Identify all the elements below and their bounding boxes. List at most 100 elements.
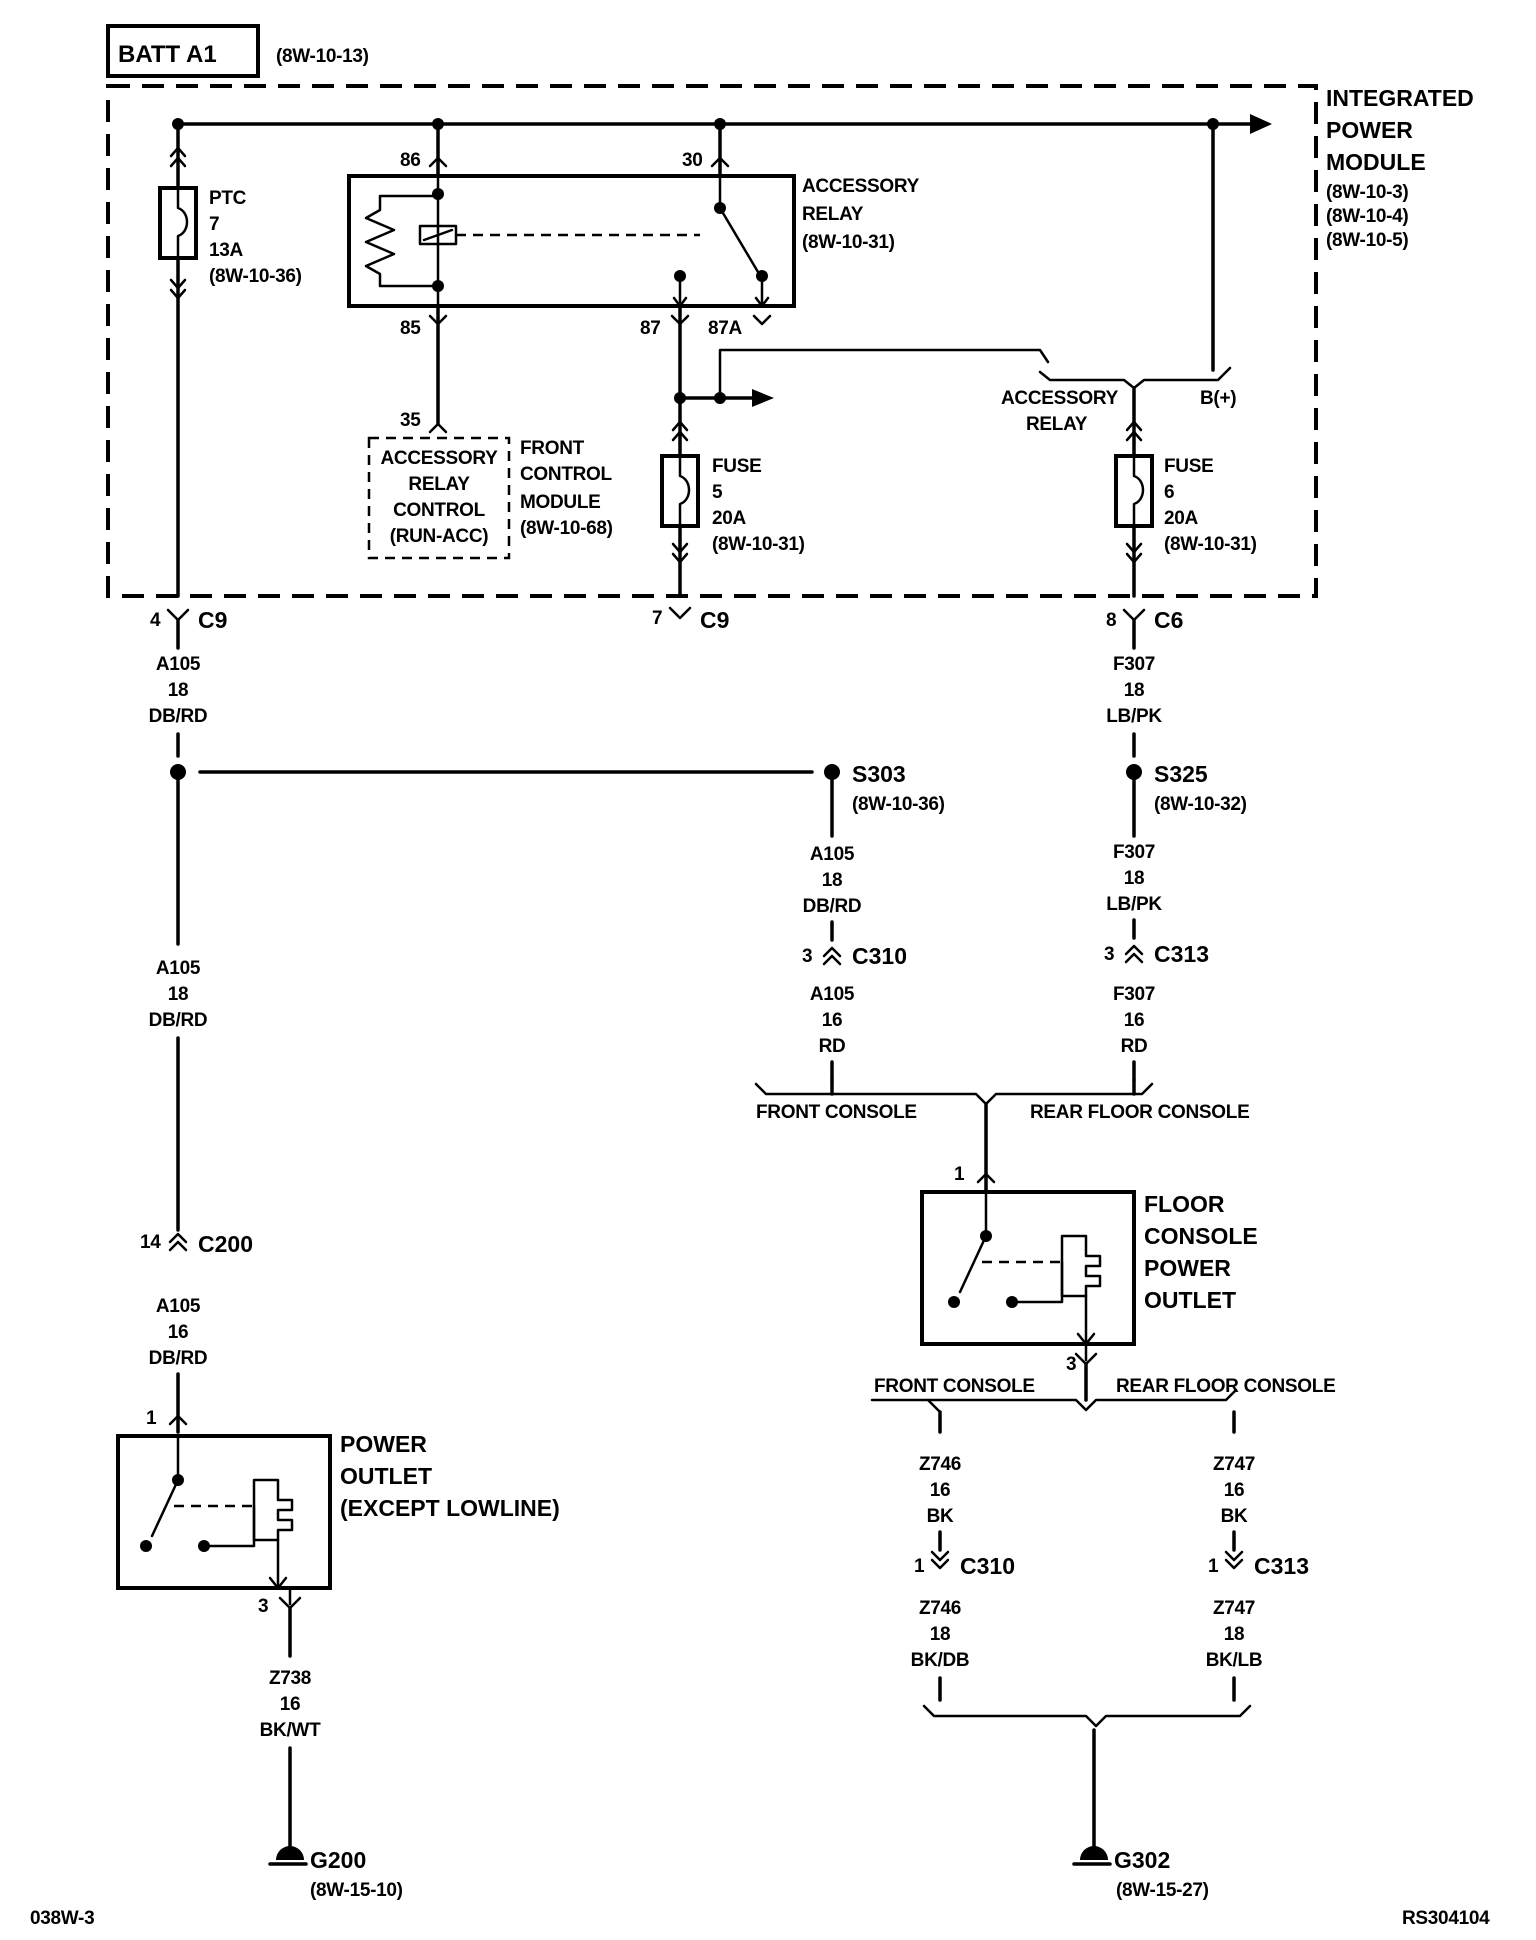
ground-merge-bracket bbox=[922, 1704, 1252, 1728]
relay-label-3: (8W-10-31) bbox=[802, 232, 895, 253]
floor-outlet-title-1: FLOOR bbox=[1144, 1191, 1225, 1217]
fcm-inner-3: CONTROL bbox=[393, 500, 486, 521]
wire-a105-left-code: A105 bbox=[156, 958, 201, 979]
ipm-title-1: INTEGRATED bbox=[1326, 85, 1474, 111]
floor-outlet-title-2: CONSOLE bbox=[1144, 1223, 1258, 1249]
wire-z746a-code: Z746 bbox=[919, 1454, 961, 1475]
fuse6-line-4: (8W-10-31) bbox=[1164, 534, 1257, 555]
c313b-pin: 1 bbox=[1208, 1556, 1219, 1577]
c313b-name: C313 bbox=[1254, 1553, 1309, 1579]
bus-arrow bbox=[1250, 114, 1272, 134]
wire-a105-c200-color: DB/RD bbox=[149, 1348, 208, 1369]
wire-f307-1-color: LB/PK bbox=[1106, 706, 1162, 727]
wire-a105-1-code: A105 bbox=[156, 654, 201, 675]
wire-a105-c200-gauge: 16 bbox=[168, 1322, 189, 1343]
wire-z738-color: BK/WT bbox=[260, 1720, 321, 1741]
pin-85: 85 bbox=[400, 318, 421, 339]
floor-outlet-title-4: OUTLET bbox=[1144, 1287, 1236, 1313]
connector-c9-pin7: 7 C9 bbox=[652, 606, 729, 633]
front-control-module: 35 ACCESSORY RELAY CONTROL (RUN-ACC) FRO… bbox=[367, 410, 613, 560]
wire-z747b-code: Z747 bbox=[1213, 1598, 1255, 1619]
wire-f307-c6: F307 18 LB/PK bbox=[1106, 654, 1163, 758]
wire-z746b-code: Z746 bbox=[919, 1598, 961, 1619]
c313a-pin: 3 bbox=[1104, 944, 1114, 965]
fuse5-line-1: FUSE bbox=[712, 456, 761, 477]
fcm-inner-1: ACCESSORY bbox=[381, 448, 499, 469]
wire-a105-3-gauge: 16 bbox=[822, 1010, 843, 1031]
ptc-line-4: (8W-10-36) bbox=[209, 266, 302, 287]
footer-left-code: 038W-3 bbox=[30, 1908, 94, 1929]
wire-a105-c200-code: A105 bbox=[156, 1296, 201, 1317]
wire-z746b-gauge: 18 bbox=[930, 1624, 951, 1645]
ground-g302: G302 (8W-15-27) bbox=[1072, 1846, 1209, 1901]
c310b-pin: 1 bbox=[914, 1556, 925, 1577]
ipm-title: INTEGRATED POWER MODULE (8W-10-3) (8W-10… bbox=[1326, 85, 1474, 251]
fuse6-line-1: FUSE bbox=[1164, 456, 1213, 477]
console-split-2-right: REAR FLOOR CONSOLE bbox=[1116, 1376, 1335, 1397]
fuse-6: ACCESSORY RELAY B(+) FUSE 6 20A (8W-10-3… bbox=[1001, 122, 1257, 598]
footer-right-code: RS304104 bbox=[1402, 1908, 1490, 1929]
power-outlet-title-3: (EXCEPT LOWLINE) bbox=[340, 1495, 560, 1521]
fuse6-line-3: 20A bbox=[1164, 508, 1199, 529]
fuse5-line-2: 5 bbox=[712, 482, 723, 503]
jumper-bplus: B(+) bbox=[1200, 388, 1236, 409]
g200-ref: (8W-15-10) bbox=[310, 1880, 403, 1901]
ipm-ref-1: (8W-10-3) bbox=[1326, 182, 1408, 203]
wire-f307-2-color: LB/PK bbox=[1106, 894, 1162, 915]
console-split-2-bracket bbox=[870, 1388, 1238, 1412]
ptc-line-1: PTC bbox=[209, 188, 247, 209]
wire-a105-3-color: RD bbox=[819, 1036, 846, 1057]
power-outlet-title-2: OUTLET bbox=[340, 1463, 432, 1489]
splice-s325-dot bbox=[1126, 764, 1142, 780]
console-split-1-left: FRONT CONSOLE bbox=[756, 1102, 917, 1123]
relay-label-1: ACCESSORY bbox=[802, 176, 920, 197]
batt-label: BATT A1 bbox=[118, 41, 217, 68]
pin-87: 87 bbox=[640, 318, 661, 339]
connector-c6-pin8: 8 C6 bbox=[1106, 607, 1183, 650]
connector-c310-pin3: 3 C310 bbox=[802, 943, 907, 969]
jumper-acc-1: ACCESSORY bbox=[1001, 388, 1119, 409]
s303-ref: (8W-10-36) bbox=[852, 794, 945, 815]
power-outlet-pin-out: 3 bbox=[258, 1596, 268, 1617]
c310a-name: C310 bbox=[852, 943, 907, 969]
power-outlet-except-lowline: 1 3 POWER OUTLET (EXCEPT LOWLINE) bbox=[116, 1408, 560, 1617]
g302-ref: (8W-15-27) bbox=[1116, 1880, 1209, 1901]
c200-name: C200 bbox=[198, 1231, 253, 1257]
wire-z746a-color: BK bbox=[927, 1506, 954, 1527]
console-split-2-left: FRONT CONSOLE bbox=[874, 1376, 1035, 1397]
ipm-title-2: POWER bbox=[1326, 117, 1413, 143]
c6-pin: 8 bbox=[1106, 610, 1116, 631]
wire-a105-2-gauge: 18 bbox=[822, 870, 843, 891]
fcm-pin: 35 bbox=[400, 410, 421, 431]
s325-ref: (8W-10-32) bbox=[1154, 794, 1247, 815]
power-outlet-pin-in: 1 bbox=[146, 1408, 157, 1429]
wire-a105-2-color: DB/RD bbox=[803, 896, 862, 917]
wire-z747b-gauge: 18 bbox=[1224, 1624, 1245, 1645]
floor-console-power-outlet: 1 3 FLOOR CONSOLE POWER OUTLET bbox=[920, 1164, 1258, 1375]
c9b-name: C9 bbox=[700, 607, 729, 633]
fuse5-line-4: (8W-10-31) bbox=[712, 534, 805, 555]
fcm-label-2: CONTROL bbox=[520, 464, 613, 485]
relay-label-2: RELAY bbox=[802, 204, 864, 225]
c310b-name: C310 bbox=[960, 1553, 1015, 1579]
pin-30: 30 bbox=[682, 150, 703, 171]
fcm-inner-2: RELAY bbox=[408, 474, 470, 495]
fuse6-line-2: 6 bbox=[1164, 482, 1174, 503]
connector-c200-pin14: 14 C200 bbox=[140, 1231, 253, 1257]
wire-a105-1-gauge: 18 bbox=[168, 680, 189, 701]
g200-name: G200 bbox=[310, 1847, 366, 1873]
accessory-relay: 86 30 85 87 87A ACCESSORY RELAY (8W-1 bbox=[347, 122, 920, 598]
g302-name: G302 bbox=[1114, 1847, 1170, 1873]
wire-a105-1-color: DB/RD bbox=[149, 706, 208, 727]
ipm-outline bbox=[106, 84, 1318, 598]
ptc-line-3: 13A bbox=[209, 240, 244, 261]
power-outlet-title-1: POWER bbox=[340, 1431, 427, 1457]
connector-c313-pin3: 3 C313 bbox=[1104, 941, 1209, 967]
floor-outlet-pin-in: 1 bbox=[954, 1164, 965, 1185]
connector-c310-pin1: 1 C310 bbox=[914, 1550, 1015, 1579]
wire-z738-gauge: 16 bbox=[280, 1694, 301, 1715]
floor-outlet-pin-out: 3 bbox=[1066, 1354, 1076, 1375]
connector-c9-pin4: 4 C9 bbox=[150, 607, 227, 650]
